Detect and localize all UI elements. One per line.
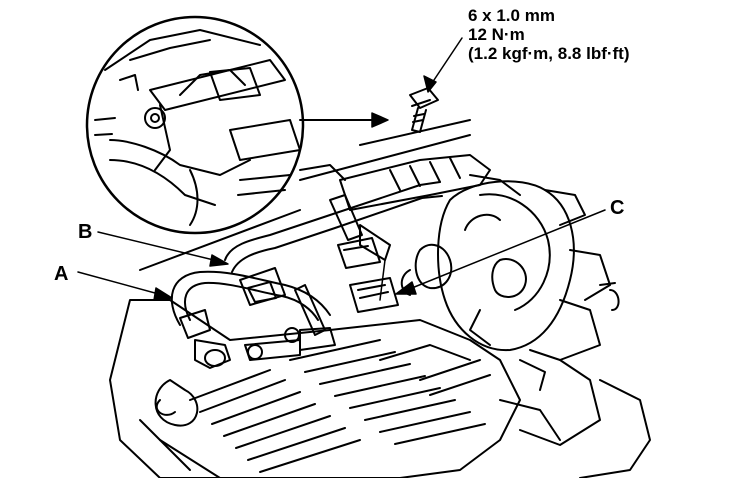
torque-alt: (1.2 kgf·m, 8.8 lbf·ft) <box>468 44 630 63</box>
bolt-icon <box>409 87 439 133</box>
callout-b: B <box>78 221 93 243</box>
torque-spec: 6 x 1.0 mm 12 N·m (1.2 kgf·m, 8.8 lbf·ft… <box>468 6 630 63</box>
connector-c <box>337 237 399 313</box>
detail-view <box>85 15 305 235</box>
bolt-size: 6 x 1.0 mm <box>468 6 555 25</box>
torque-nm: 12 N·m <box>468 25 525 44</box>
leader-lines <box>77 37 606 301</box>
upper-rail <box>139 119 521 271</box>
intake-manifold <box>109 299 521 478</box>
callout-a: A <box>54 263 69 285</box>
callout-c: C <box>610 197 625 219</box>
